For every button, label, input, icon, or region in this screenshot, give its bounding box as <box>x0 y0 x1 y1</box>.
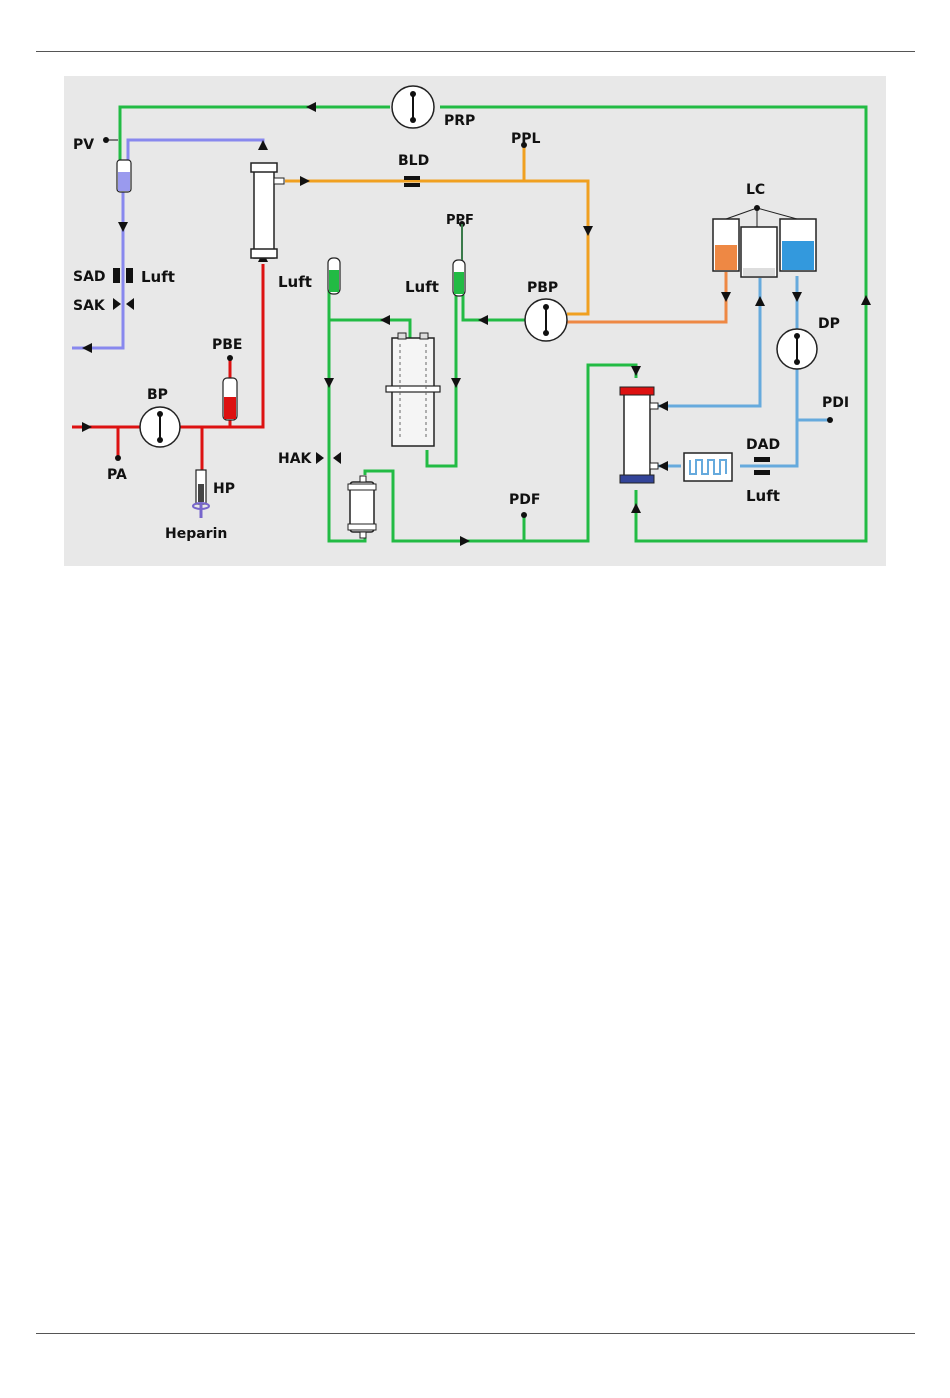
label-heparin: Heparin <box>165 526 227 542</box>
label-dp: DP <box>818 316 840 332</box>
prp-pump <box>392 86 434 128</box>
mid-air-chamber <box>453 260 465 296</box>
label-lc: LC <box>746 182 765 198</box>
label-luft-left-chamber: Luft <box>278 273 312 291</box>
label-prp: PRP <box>444 113 475 129</box>
pbp-pump <box>525 299 567 341</box>
label-ppl: PPL <box>511 131 541 147</box>
label-pa: PA <box>107 467 127 483</box>
footer-rule <box>36 1333 915 1334</box>
label-pbp: PBP <box>527 280 558 296</box>
bp-pump <box>140 407 180 447</box>
label-bld: BLD <box>398 153 429 169</box>
label-dad: DAD <box>746 437 780 453</box>
label-pdi: PDI <box>822 395 849 411</box>
left-air-chamber <box>328 258 340 294</box>
heater-coil <box>684 453 732 481</box>
label-ppf: PPF <box>446 213 474 228</box>
adsorber-column <box>386 333 440 446</box>
label-pdf: PDF <box>509 492 540 508</box>
label-sak: SAK <box>73 298 106 314</box>
label-luft-dad: Luft <box>746 487 780 505</box>
small-filter <box>348 476 376 538</box>
header-rule <box>36 51 915 52</box>
extracorporeal-circuit-diagram: PRP PV PPL BLD LC PPF SAD Luft SAK Luft … <box>64 76 886 566</box>
pbe-chamber <box>223 378 237 420</box>
label-pv: PV <box>73 137 94 153</box>
label-hp: HP <box>213 481 235 497</box>
venous-chamber <box>117 160 131 192</box>
dp-pump <box>777 329 817 369</box>
label-pbe: PBE <box>212 337 243 353</box>
label-luft-sad: Luft <box>141 268 175 286</box>
label-bp: BP <box>147 387 168 403</box>
label-hak: HAK <box>278 451 313 467</box>
label-luft-mid-chamber: Luft <box>405 278 439 296</box>
label-sad: SAD <box>73 269 106 285</box>
